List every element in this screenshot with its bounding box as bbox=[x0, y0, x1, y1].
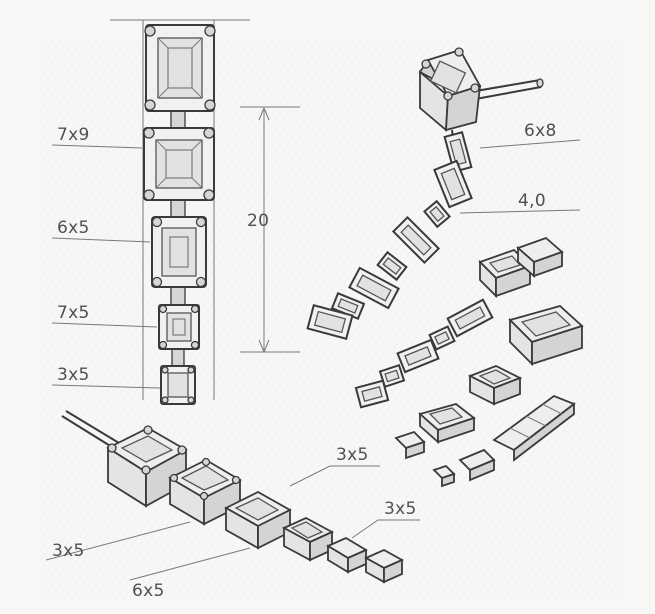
label-bottom-6x5: 6x5 bbox=[132, 581, 165, 601]
stone-top bbox=[144, 24, 216, 112]
bottom-stone-2 bbox=[168, 457, 242, 526]
stone-6x5 bbox=[151, 216, 207, 288]
label-bottom-3x5-upper: 3x5 bbox=[336, 445, 369, 465]
open-setting-small-top bbox=[516, 236, 564, 278]
horizontal-ear-line bbox=[45, 410, 420, 584]
ladder-chain-right bbox=[492, 394, 576, 462]
open-setting-tray bbox=[418, 403, 476, 445]
stone-7x9 bbox=[143, 127, 215, 201]
label-bottom-3x5-left: 3x5 bbox=[52, 541, 85, 561]
label-4-0: 4,0 bbox=[518, 191, 546, 211]
stone-3x5 bbox=[160, 365, 196, 405]
label-bottom-3x5-right: 3x5 bbox=[384, 499, 417, 519]
loose-components bbox=[354, 236, 584, 488]
label-7x9: 7x9 bbox=[57, 125, 90, 145]
small-link-b bbox=[458, 448, 496, 482]
small-link-c bbox=[432, 464, 456, 488]
label-7x5: 7x5 bbox=[57, 303, 90, 323]
climber-baguette-chain bbox=[306, 129, 473, 340]
label-3x5: 3x5 bbox=[57, 365, 90, 385]
stone-7x5 bbox=[158, 304, 200, 350]
length-dimension bbox=[240, 106, 300, 353]
open-setting-small-mid bbox=[467, 365, 523, 406]
label-length-20: 20 bbox=[247, 211, 269, 231]
bottom-stone-4 bbox=[281, 516, 335, 562]
small-link-a bbox=[394, 430, 426, 460]
bottom-stone-large bbox=[106, 425, 188, 508]
climber-stone-6x8 bbox=[418, 47, 482, 132]
bottom-stone-6 bbox=[363, 548, 405, 584]
open-setting-medium bbox=[478, 248, 532, 299]
open-setting-large bbox=[508, 304, 584, 367]
small-arc-chain bbox=[354, 298, 494, 409]
vertical-drop-earring bbox=[51, 19, 300, 405]
label-6x8: 6x8 bbox=[524, 121, 557, 141]
label-6x5: 6x5 bbox=[57, 218, 90, 238]
curved-ear-climber bbox=[306, 47, 581, 340]
